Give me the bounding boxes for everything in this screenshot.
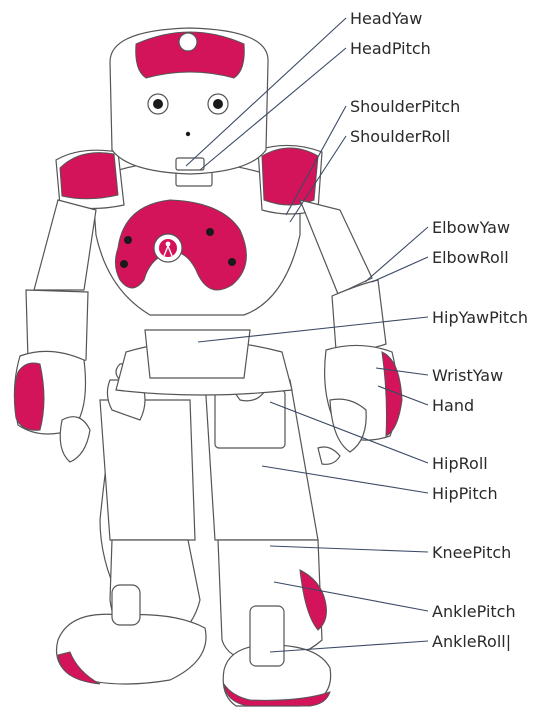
label-head-yaw: HeadYaw bbox=[350, 9, 422, 28]
leader-elbow-yaw bbox=[365, 227, 428, 282]
label-hip-yaw-pitch: HipYawPitch bbox=[432, 308, 528, 327]
label-elbow-roll: ElbowRoll bbox=[432, 248, 509, 267]
label-wrist-yaw: WristYaw bbox=[432, 366, 503, 385]
label-hip-roll: HipRoll bbox=[432, 454, 488, 473]
label-head-pitch: HeadPitch bbox=[350, 39, 431, 58]
head bbox=[110, 28, 268, 174]
left-arm bbox=[14, 200, 96, 462]
right-arm bbox=[300, 200, 402, 464]
right-leg bbox=[205, 364, 331, 706]
leader-elbow-roll bbox=[372, 257, 428, 282]
robot-figure bbox=[14, 28, 402, 706]
label-hip-pitch: HipPitch bbox=[432, 484, 498, 503]
label-hand: Hand bbox=[432, 396, 474, 415]
label-shoulder-roll: ShoulderRoll bbox=[350, 127, 450, 146]
label-ankle-roll: AnkleRoll| bbox=[432, 632, 511, 651]
label-ankle-pitch: AnklePitch bbox=[432, 602, 516, 621]
label-shoulder-pitch: ShoulderPitch bbox=[350, 97, 460, 116]
label-elbow-yaw: ElbowYaw bbox=[432, 218, 510, 237]
pelvis bbox=[116, 330, 292, 395]
label-knee-pitch: KneePitch bbox=[432, 543, 511, 562]
